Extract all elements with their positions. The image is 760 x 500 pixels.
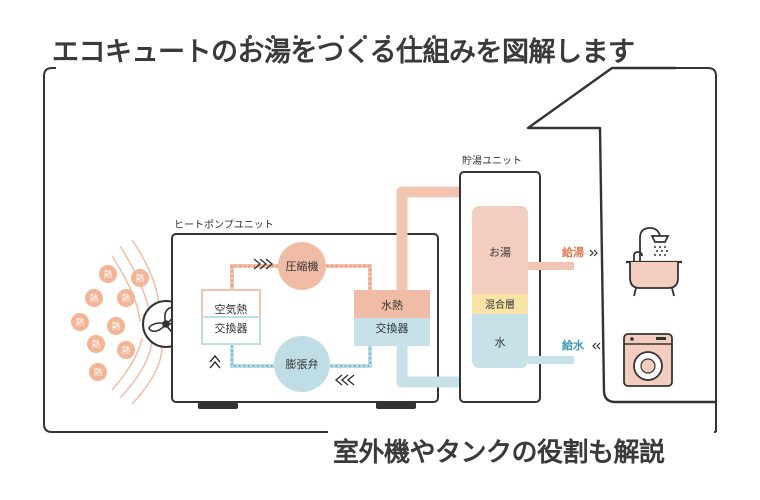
heat-bubble-label: 熱 [75, 317, 84, 329]
compressor-label: 圧縮機 [286, 259, 319, 273]
hot-supply-arrow-icon [589, 249, 598, 257]
bathtub-shower-icon [626, 227, 682, 297]
heat-pump-foot-right [376, 402, 416, 409]
expansion-valve [274, 336, 330, 392]
expansion-valve-label: 膨張弁 [286, 357, 319, 371]
heat-bubble-label: 熱 [111, 321, 120, 333]
heat-bubble [117, 289, 135, 307]
tank-hot-label: お湯 [489, 246, 511, 259]
heat-bubble-label: 熱 [103, 269, 112, 281]
washing-machine-icon [623, 333, 673, 387]
heat-bubble-label: 熱 [121, 345, 130, 357]
air-heat-exchanger-label-1: 空気熱 [215, 302, 248, 316]
tank-mixed-label: 混合層 [485, 298, 515, 311]
water-supply-arrow-icon [592, 342, 601, 350]
house-outline [52, 62, 62, 66]
heat-bubble [131, 269, 149, 287]
heat-bubble [107, 317, 125, 335]
water-supply-pipe [528, 356, 574, 364]
heat-bubbles: 熱熱熱熱熱熱熱熱熱 [71, 265, 149, 381]
air-heat-exchanger-border-cold [201, 316, 261, 345]
water-heat-exchanger-hot [354, 290, 430, 318]
emphasis-dots [248, 24, 455, 43]
hot-water-tank [472, 206, 528, 368]
heat-bubble-label: 熱 [89, 293, 98, 305]
house-wall [526, 66, 716, 404]
hot-supply-pipe [528, 262, 574, 270]
storage-unit-label: 貯湯ユニット [462, 154, 522, 167]
heat-bubble [71, 313, 89, 331]
heat-pump-unit-label: ヒートポンプユニット [174, 219, 274, 231]
heat-bubble-label: 熱 [121, 293, 130, 305]
heat-bubble-label: 熱 [93, 367, 102, 379]
heat-bubble-label: 熱 [135, 273, 144, 285]
page-title: エコキュートのお湯をつくる仕組みを図解します [52, 37, 635, 68]
flow-arrow-up-icon [209, 354, 221, 369]
heat-bubble [99, 265, 117, 283]
water-heat-exchanger-label-1: 水熱 [381, 299, 403, 312]
air-heat-exchanger-label-2: 交換器 [215, 321, 248, 335]
flow-arrow-left-icon [334, 374, 355, 386]
water-heat-exchanger-label-2: 交換器 [376, 321, 409, 335]
heat-bubble [89, 363, 107, 381]
water-supply-label: 給水 [562, 338, 585, 352]
compressor [278, 242, 326, 290]
heat-bubble [87, 335, 105, 353]
heat-bubble-label: 熱 [91, 339, 100, 351]
house-frame [43, 67, 717, 433]
page-subtitle: 室外機やタンクの役割も解説 [333, 438, 665, 468]
heat-pump-foot-left [198, 402, 238, 409]
heat-bubble [85, 289, 103, 307]
flow-arrow-right-icon [253, 258, 274, 270]
tank-water-label: 水 [495, 336, 506, 349]
refrigerant-cold-dots [231, 345, 371, 367]
hot-supply-label: 給湯 [562, 245, 584, 259]
water-heat-exchanger-cold [354, 318, 430, 346]
heat-bubble [117, 341, 135, 359]
